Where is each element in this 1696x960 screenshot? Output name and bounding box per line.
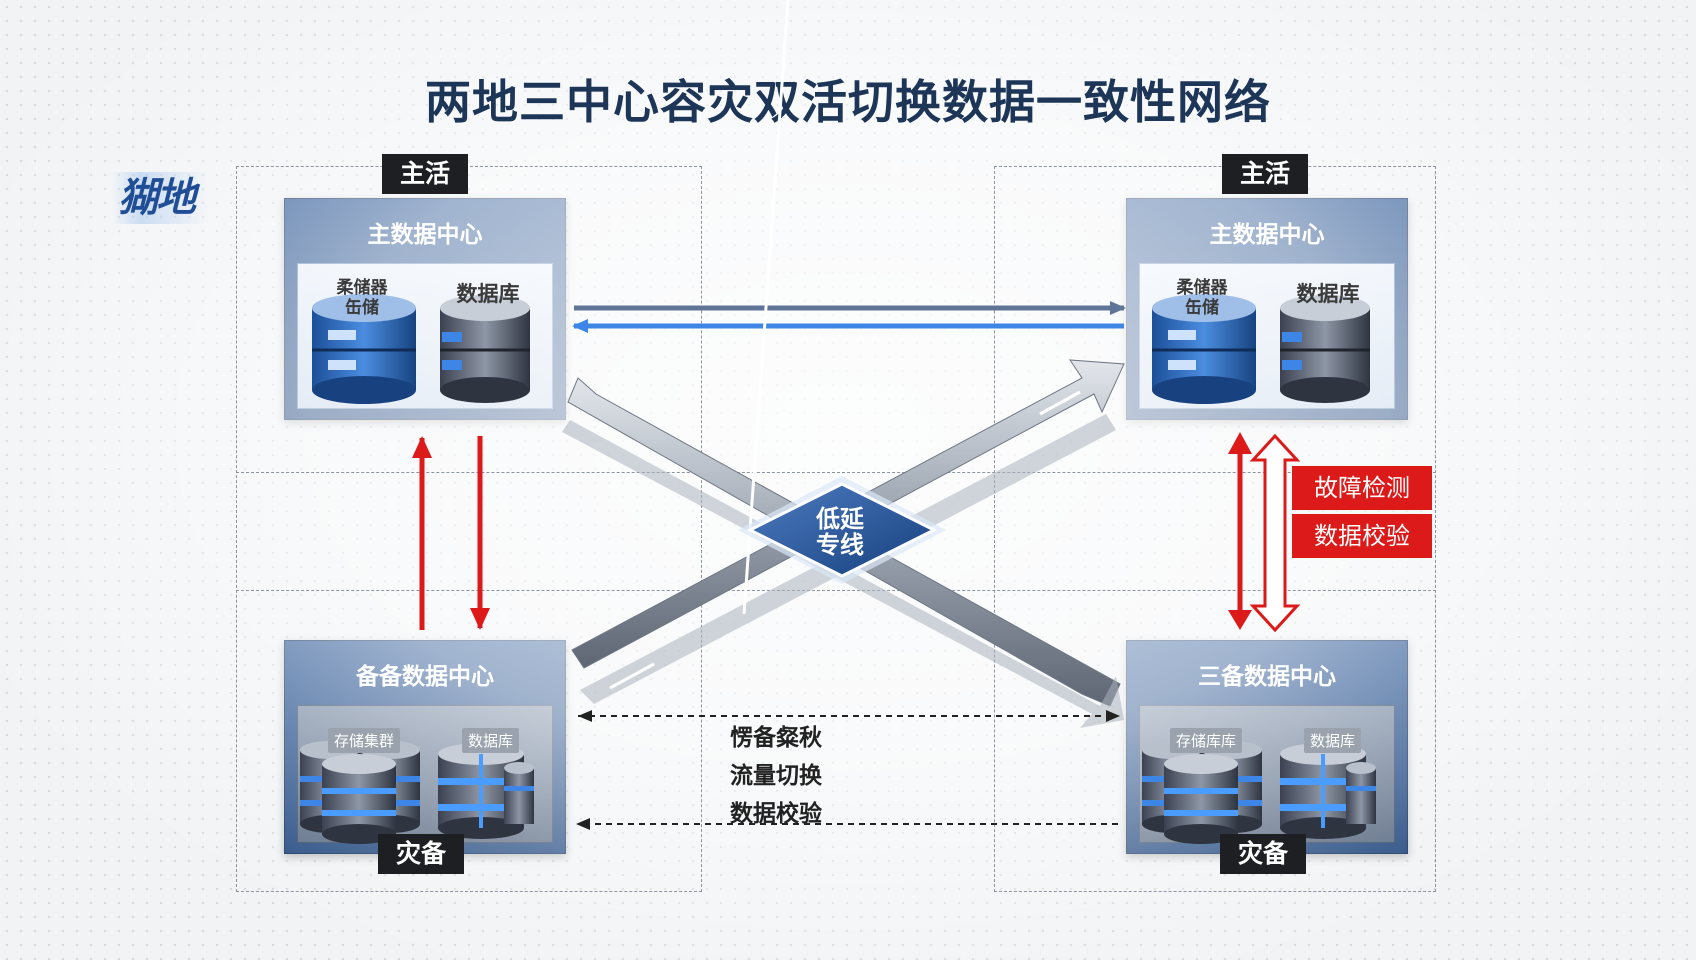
br-storage-cluster bbox=[1142, 741, 1262, 844]
band-arrow-lower-left bbox=[742, 0, 790, 615]
bl-storage-label: 存储集群 bbox=[328, 728, 401, 753]
red-arrow-up-head bbox=[1228, 432, 1252, 454]
bl-storage-cluster bbox=[300, 741, 420, 844]
bl-db-cluster bbox=[438, 743, 534, 839]
bottom-note-1: 愣备粲秋 bbox=[730, 725, 822, 751]
tr-storage-cylinder bbox=[1152, 294, 1256, 404]
center-diamond bbox=[738, 476, 946, 584]
red-hollow-double-arrow bbox=[1249, 433, 1301, 633]
dashed-arrow-left-head-1 bbox=[578, 710, 592, 722]
tr-storage-label: 柔储器 缶储 bbox=[1176, 278, 1228, 318]
page-title: 两地三中心容灾双活切换数据一致性网络 bbox=[425, 75, 1271, 129]
br-db-label: 数据库 bbox=[1304, 728, 1362, 753]
red-arrow-down-head bbox=[1228, 610, 1252, 630]
tr-db-cylinder bbox=[1280, 295, 1370, 403]
br-db-cluster bbox=[1280, 743, 1376, 839]
bottom-note-2: 流量切换 bbox=[730, 763, 822, 789]
bottom-note-3: 数据校验 bbox=[730, 801, 822, 827]
tl-storage-cylinder bbox=[312, 294, 416, 404]
region-right bbox=[994, 166, 1436, 892]
tag-top-left: 主活 bbox=[382, 154, 468, 194]
tl-storage-label: 柔储器 缶储 bbox=[336, 278, 388, 318]
tr-db-label: 数据库 bbox=[1296, 282, 1360, 306]
logo: 猢地 bbox=[112, 172, 208, 224]
band-arrow-upper-right bbox=[1039, 390, 1081, 416]
tl-db-cylinder bbox=[440, 295, 530, 403]
br-storage-label: 存储库库 bbox=[1170, 728, 1243, 753]
divider-lower bbox=[236, 590, 1436, 591]
tag-bottom-right: 灾备 bbox=[1220, 834, 1306, 874]
tl-db-label: 数据库 bbox=[456, 282, 520, 306]
tag-bottom-left: 灾备 bbox=[378, 834, 464, 874]
status-data-verify: 数据校验 bbox=[1292, 514, 1432, 558]
bl-db-label: 数据库 bbox=[462, 728, 520, 753]
band-arrow-lower-left-2 bbox=[609, 662, 655, 690]
status-fault-detection: 故障检测 bbox=[1292, 466, 1432, 510]
tag-top-right: 主活 bbox=[1222, 154, 1308, 194]
region-left bbox=[236, 166, 702, 892]
center-link-label: 低延 专线 bbox=[816, 505, 864, 559]
divider-upper bbox=[236, 472, 1436, 473]
